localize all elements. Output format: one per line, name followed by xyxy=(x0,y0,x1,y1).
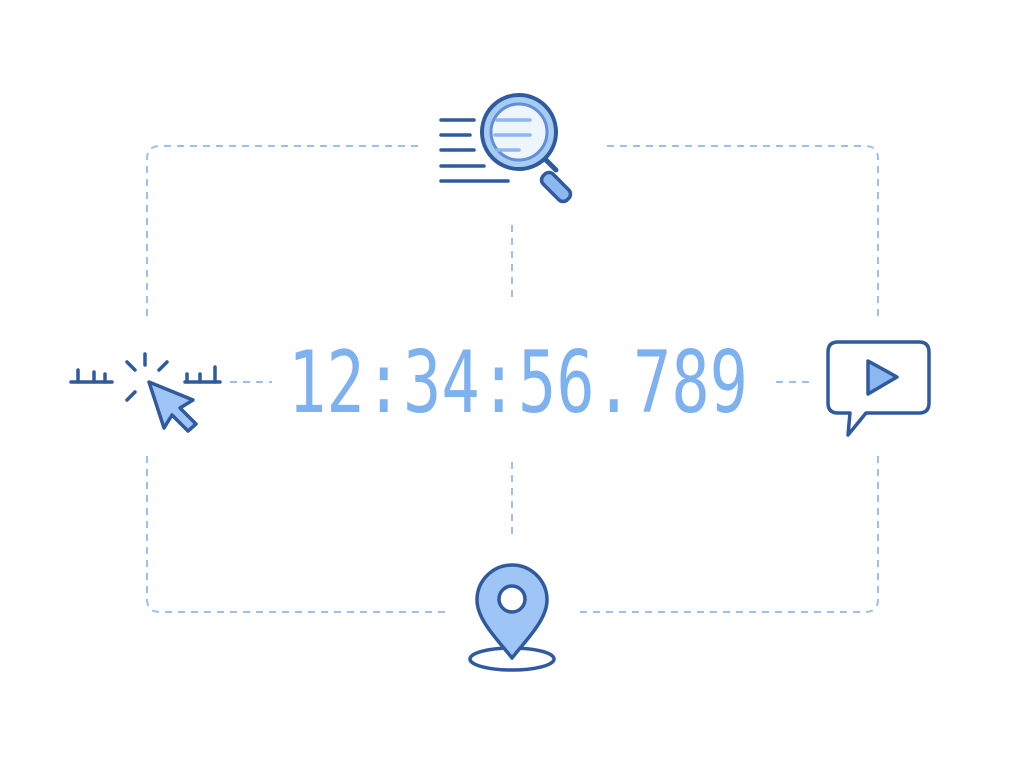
frame-top-left xyxy=(146,145,418,320)
dashed-connectors xyxy=(146,145,879,613)
cursor-click-on-timeline-icon xyxy=(69,352,222,433)
frame-bottom-left xyxy=(146,456,445,613)
location-pin-icon xyxy=(468,563,556,672)
digital-time-display: 12:34:56.789 xyxy=(288,333,748,433)
frame-top-right xyxy=(607,145,879,320)
frame-bottom-right xyxy=(580,456,879,613)
video-play-message-icon xyxy=(826,340,931,437)
search-document-icon xyxy=(439,93,573,204)
